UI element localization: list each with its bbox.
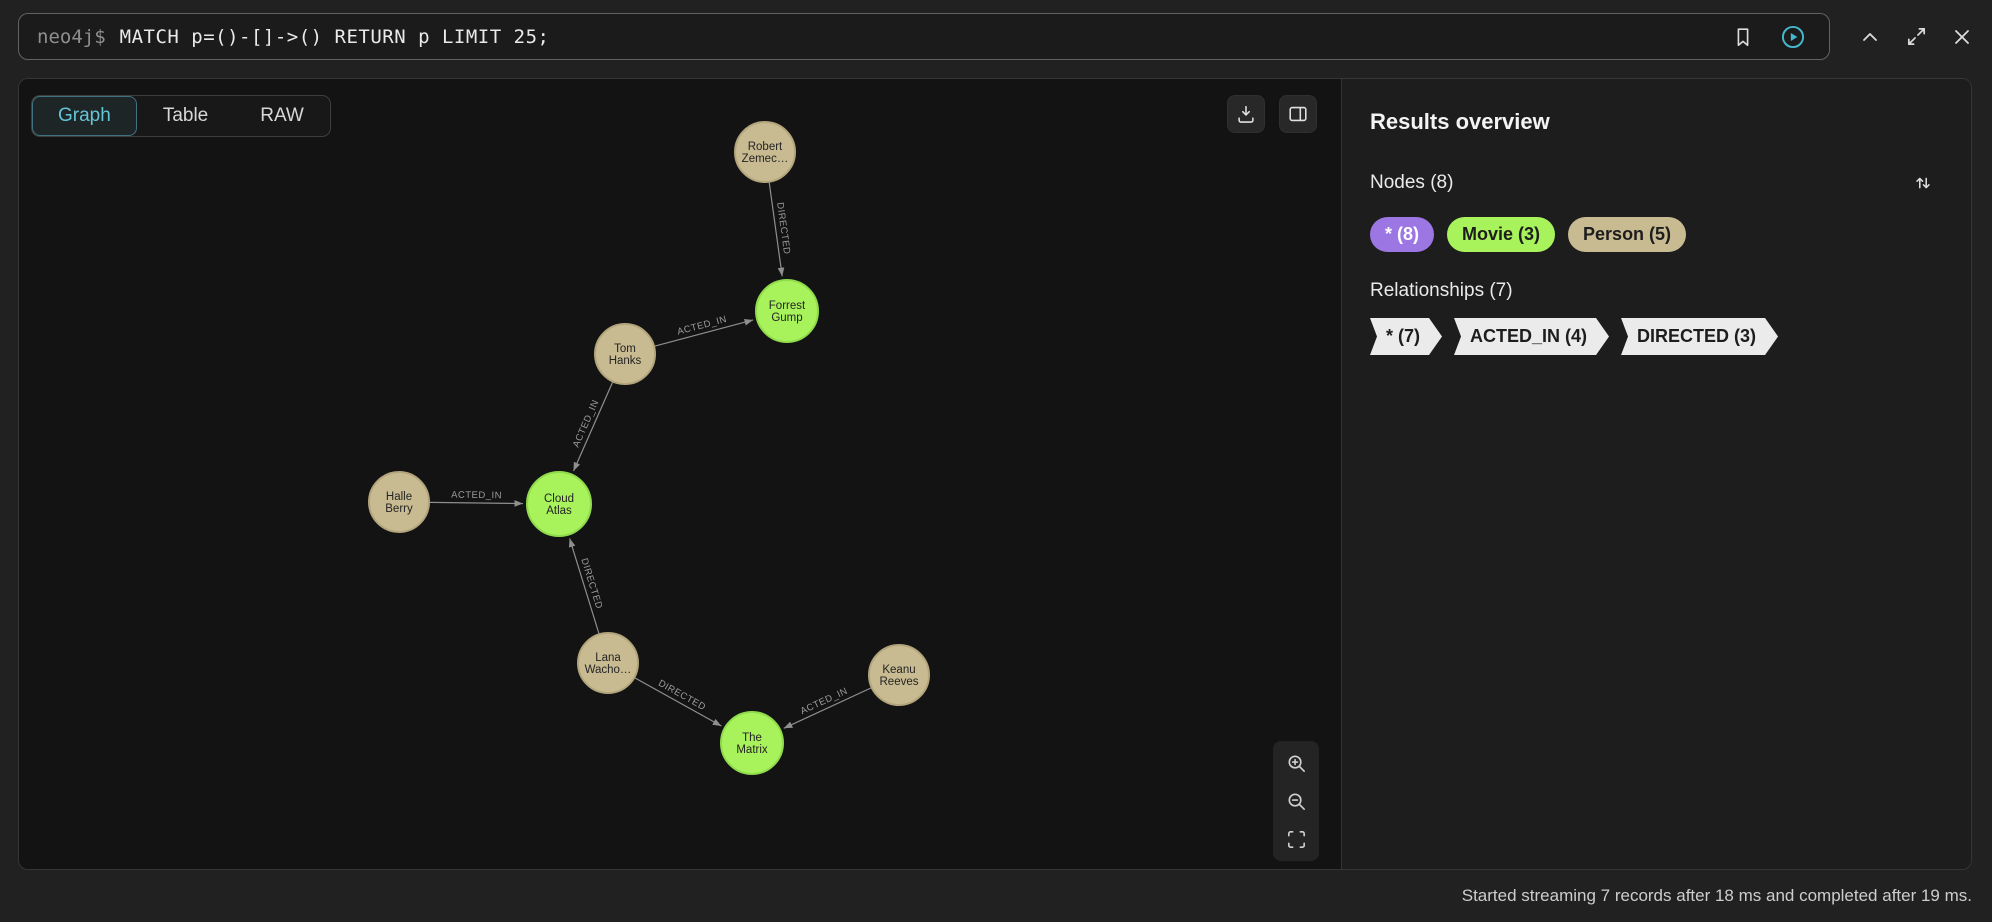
zoom-in-button[interactable] (1273, 744, 1319, 782)
zoom-out-button[interactable] (1273, 782, 1319, 820)
zoom-controls (1273, 741, 1319, 861)
graph-actions (1227, 95, 1317, 133)
relationship-type-chip[interactable]: * (7) (1370, 318, 1442, 355)
relationships-heading: Relationships (7) (1370, 280, 1513, 301)
zoom-out-icon (1287, 792, 1305, 810)
collapse-button[interactable] (1852, 19, 1888, 55)
editor-prompt: neo4j$ (37, 25, 106, 48)
graph-canvas[interactable]: DIRECTEDACTED_INACTED_INACTED_INDIRECTED… (19, 79, 1341, 870)
graph-node-cloud[interactable] (526, 471, 592, 537)
relationships-heading-row: Relationships (7) (1370, 280, 1941, 302)
nodes-heading: Nodes (8) (1370, 172, 1454, 193)
relationship-label: DIRECTED (774, 202, 792, 256)
relationship-edge[interactable] (429, 500, 524, 507)
run-icon (1781, 25, 1805, 48)
relationship-edge[interactable] (634, 677, 722, 727)
relationship-edge[interactable] (572, 382, 614, 472)
tab-raw[interactable]: RAW (234, 96, 330, 136)
editor-query-input[interactable]: MATCH p=()-[]->() RETURN p LIMIT 25; (119, 25, 550, 48)
node-type-pill[interactable]: * (8) (1370, 217, 1435, 252)
chevron-up-icon (1863, 32, 1877, 41)
fullscreen-icon (1907, 27, 1925, 46)
run-query-button[interactable] (1775, 19, 1811, 55)
query-editor-bar[interactable]: neo4j$ MATCH p=()-[]->() RETURN p LIMIT … (18, 13, 1830, 60)
frame-window-controls (1852, 13, 1980, 60)
status-message: Started streaming 7 records after 18 ms … (1461, 886, 1972, 905)
fit-view-icon (1287, 830, 1305, 848)
zoom-in-icon (1287, 754, 1305, 772)
relationship-edge[interactable] (768, 182, 785, 277)
results-overview-panel: Results overview Nodes (8) * (8) Movie (3… (1341, 79, 1971, 869)
graph-node-tom[interactable] (594, 323, 656, 385)
relationship-type-chip[interactable]: ACTED_IN (4) (1454, 318, 1609, 355)
graph-node-robert[interactable] (734, 121, 796, 183)
panel-toggle-icon (1289, 106, 1307, 122)
download-button[interactable] (1227, 95, 1265, 133)
bookmark-icon (1737, 27, 1749, 46)
relationship-chips: * (7) ACTED_IN (4) DIRECTED (3) (1370, 318, 1941, 355)
tab-graph[interactable]: Graph (32, 96, 137, 136)
sort-button[interactable] (1905, 165, 1941, 201)
graph-node-halle[interactable] (368, 471, 430, 533)
relationship-label: DIRECTED (656, 678, 707, 713)
close-frame-button[interactable] (1944, 19, 1980, 55)
relationship-edge[interactable] (568, 538, 600, 634)
relationship-type-chip[interactable]: DIRECTED (3) (1621, 318, 1778, 355)
fit-view-button[interactable] (1273, 820, 1319, 858)
graph-node-lana[interactable] (577, 632, 639, 694)
nodes-heading-row: Nodes (8) (1370, 165, 1941, 201)
relationship-edge[interactable] (783, 687, 872, 729)
node-pills: * (8) Movie (3) Person (5) (1370, 217, 1941, 252)
graph-node-keanu[interactable] (868, 644, 930, 706)
download-icon (1238, 105, 1254, 123)
graph-node-forrest[interactable] (755, 279, 819, 343)
graph-node-matrix[interactable] (720, 711, 784, 775)
fullscreen-button[interactable] (1898, 19, 1934, 55)
tab-table[interactable]: Table (137, 96, 234, 136)
relationship-label: DIRECTED (578, 557, 604, 610)
relationship-edge[interactable] (654, 318, 754, 347)
sort-icon (1916, 177, 1930, 189)
node-type-pill[interactable]: Movie (3) (1447, 217, 1556, 252)
close-icon (1955, 29, 1969, 44)
node-type-pill[interactable]: Person (5) (1568, 217, 1687, 252)
relationship-label: ACTED_IN (451, 490, 502, 502)
panel-title: Results overview (1370, 109, 1550, 134)
bookmark-button[interactable] (1725, 19, 1761, 55)
panel-toggle-button[interactable] (1279, 95, 1317, 133)
